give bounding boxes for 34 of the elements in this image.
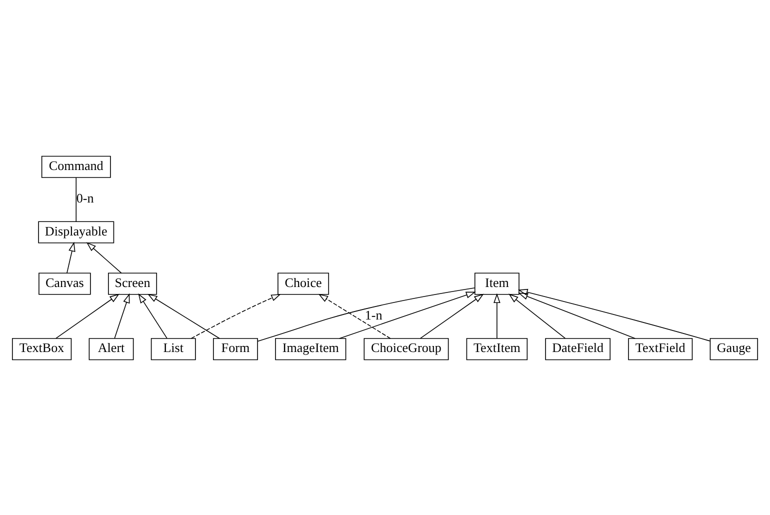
arrow [518, 292, 636, 338]
connector [76, 176, 77, 222]
node-box: ImageItem [275, 338, 346, 360]
node-box: List [150, 338, 196, 360]
node-box: Canvas [38, 272, 91, 294]
node-box: Displayable [38, 220, 114, 243]
node-box: TextField [628, 338, 693, 360]
arrow [66, 241, 76, 273]
node-box: DateField [545, 338, 611, 360]
arrow [138, 292, 168, 338]
arrow [508, 293, 566, 338]
edge-label: 0-n [76, 190, 94, 206]
arrow [420, 293, 484, 338]
arrow [114, 292, 130, 338]
node-box: Alert [88, 338, 134, 360]
node-box: Item [474, 272, 520, 294]
arrow [338, 291, 476, 338]
arrow [148, 293, 220, 338]
node-box: Gauge [710, 338, 758, 360]
node-box: Choice [278, 272, 330, 294]
arrow [190, 293, 281, 338]
node-box: Command [41, 155, 111, 178]
edge-label: 1-n [364, 307, 382, 322]
node-box: ChoiceGroup [364, 338, 449, 360]
node-box: TextBox [12, 338, 72, 360]
node-box: Form [213, 338, 258, 360]
arrow [318, 293, 391, 338]
arrow [518, 288, 710, 341]
arrow [494, 292, 500, 338]
arrow [86, 242, 122, 273]
node-box: TextItem [466, 338, 528, 360]
arrow [56, 293, 120, 338]
connector [257, 287, 476, 342]
node-box: Screen [108, 272, 158, 294]
